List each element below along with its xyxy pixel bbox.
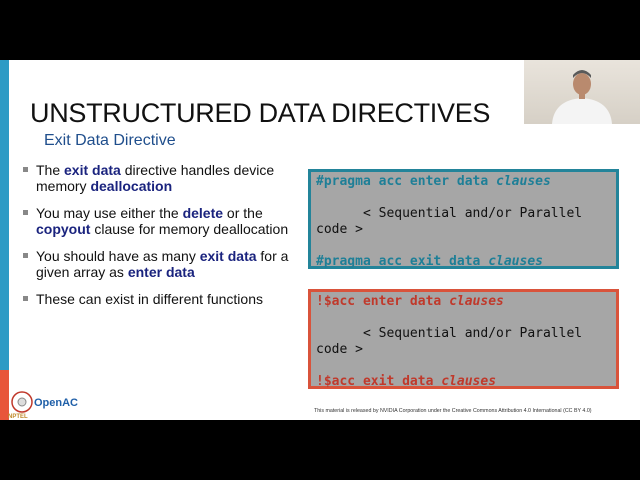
slide: UNSTRUCTURED DATA DIRECTIVES Exit Data D… xyxy=(0,60,640,420)
keyword: delete xyxy=(182,205,224,221)
code-line: !$acc enter data xyxy=(316,294,450,309)
svg-text:OpenACC: OpenACC xyxy=(34,397,78,409)
code-clauses: clauses xyxy=(441,374,497,389)
keyword: exit data xyxy=(199,248,257,264)
bullet-item: You may use either the delete or the cop… xyxy=(22,205,307,237)
keyword: exit data xyxy=(64,162,121,178)
text: or the xyxy=(223,205,263,221)
keyword: copyout xyxy=(36,221,91,237)
slide-subtitle: Exit Data Directive xyxy=(44,132,176,149)
keyword: deallocation xyxy=(90,178,173,194)
slide-title: UNSTRUCTURED DATA DIRECTIVES xyxy=(30,98,491,128)
bullet-item: These can exist in different functions xyxy=(22,291,307,307)
text: You should have as many xyxy=(36,248,200,264)
logo-image: OpenACC NPTEL xyxy=(8,391,86,420)
code-line: !$acc exit data xyxy=(316,374,442,389)
keyword: enter data xyxy=(127,264,195,280)
svg-text:NPTEL: NPTEL xyxy=(8,414,28,420)
accent-strip-blue xyxy=(0,60,9,370)
code-line: #pragma acc exit data xyxy=(316,254,489,269)
presenter-image xyxy=(552,70,612,124)
code-line: #pragma acc enter data xyxy=(316,174,497,189)
accent-strip-orange xyxy=(0,370,9,420)
openacc-logo: OpenACC NPTEL xyxy=(8,390,86,425)
code-clauses: clauses xyxy=(449,294,504,309)
bullet-item: You should have as many exit data for a … xyxy=(22,248,307,280)
code-body: < Sequential and/or Parallel code > xyxy=(316,326,590,357)
text: directive handles device memory xyxy=(36,162,275,194)
text: The xyxy=(36,162,65,178)
c-code-box: #pragma acc enter data clauses < Sequent… xyxy=(308,169,619,269)
presenter-webcam xyxy=(524,60,640,124)
text: for a given array as xyxy=(36,248,289,280)
bullet-list: The exit data directive handles device m… xyxy=(22,162,307,318)
bullet-item: The exit data directive handles device m… xyxy=(22,162,307,194)
text: clause for memory deallocation xyxy=(90,221,289,237)
code-clauses: clauses xyxy=(496,174,551,189)
code-clauses: clauses xyxy=(488,254,543,269)
text: You may use either the xyxy=(36,205,183,221)
text: These can exist in different functions xyxy=(36,291,263,307)
license-footer: This material is released by NVIDIA Corp… xyxy=(314,408,592,414)
fortran-code-box: !$acc enter data clauses < Sequential an… xyxy=(308,289,619,389)
code-body: < Sequential and/or Parallel code > xyxy=(316,206,590,237)
